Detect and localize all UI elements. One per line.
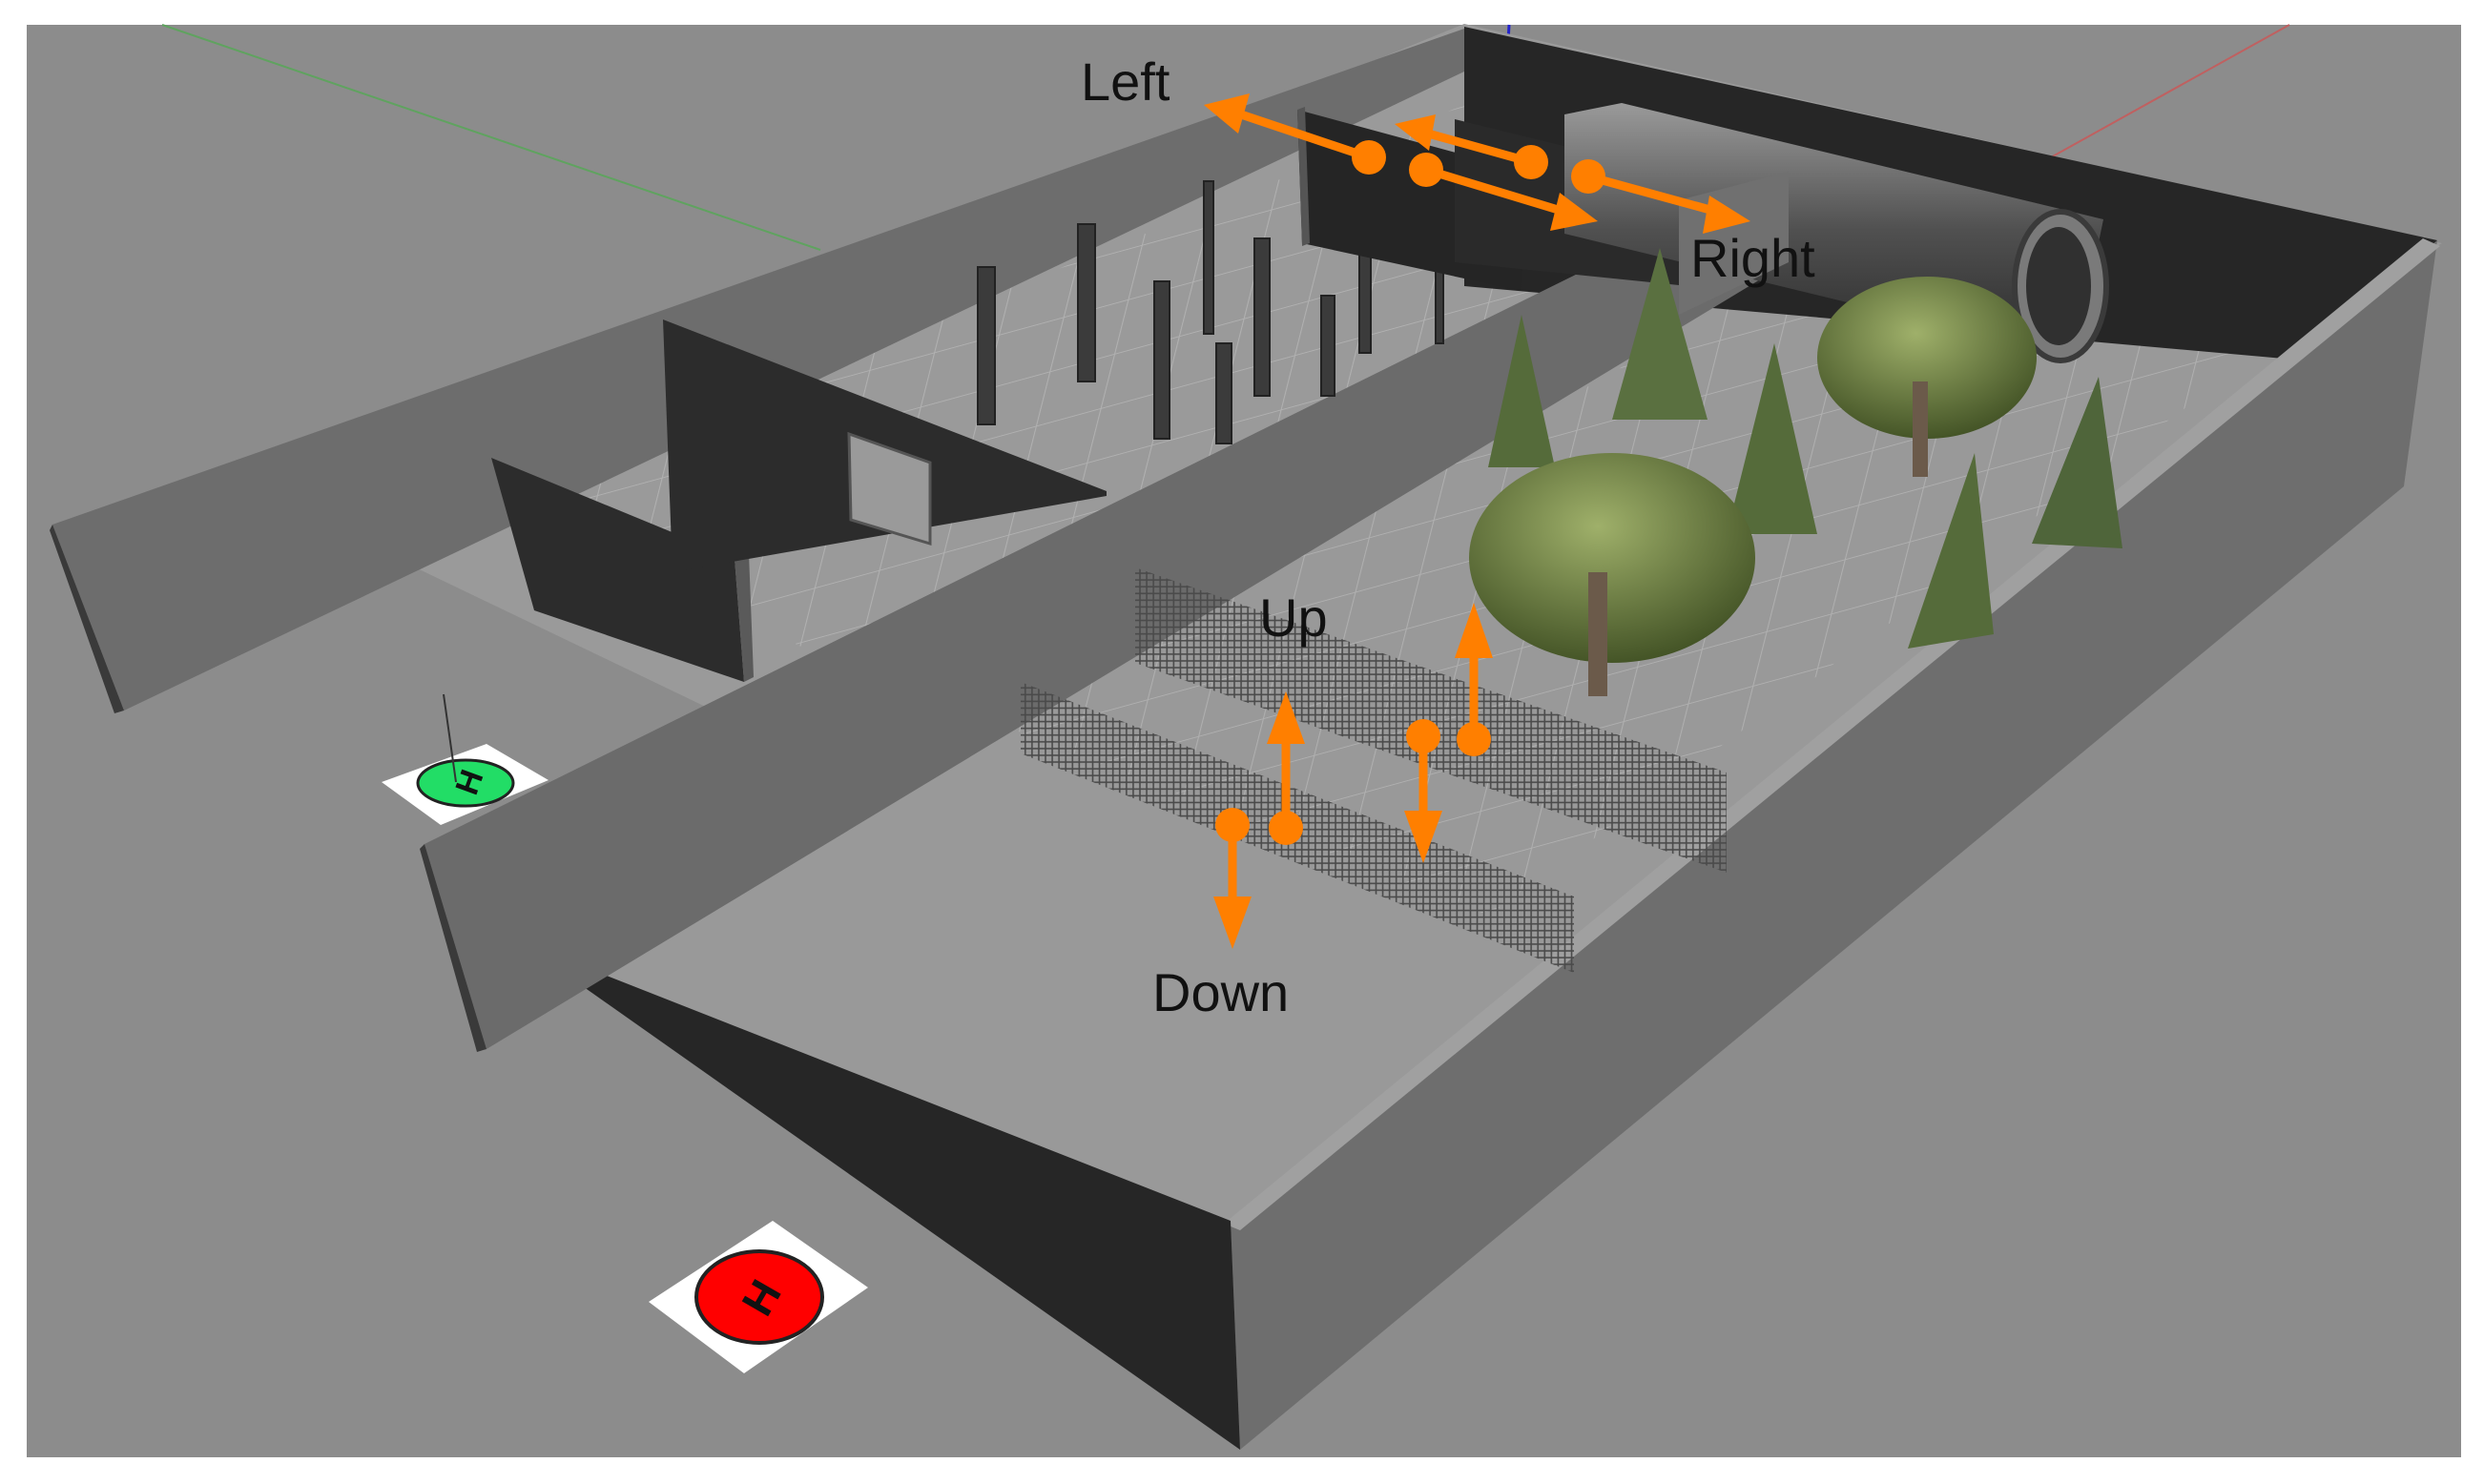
label-right: Right: [1690, 228, 1815, 288]
arrow-origin: [1352, 140, 1386, 175]
right-wall-top-edge: [1224, 238, 2440, 1230]
arrow-head-left: [1395, 114, 1436, 151]
start-helipad: H: [382, 693, 549, 825]
arrow-origin: [1457, 722, 1491, 756]
tree-trunk: [1588, 572, 1607, 696]
helipad-green-icon: [416, 758, 515, 808]
arrow-head-down: [1213, 897, 1252, 949]
pillar: [1320, 295, 1335, 397]
back-wall-left-edge: [50, 525, 124, 713]
arrow-icon: [1424, 165, 1566, 216]
forest: [1469, 248, 2122, 696]
arrow-origin: [1269, 811, 1303, 845]
net-upper: [1135, 567, 1727, 873]
arrow-head-right: [1550, 193, 1598, 231]
window-opening: [847, 431, 932, 546]
label-left: Left: [1081, 52, 1170, 112]
axis-line-red: [2050, 24, 2290, 158]
pine-tree: [1908, 453, 1994, 649]
arrow-origin: [1215, 808, 1250, 842]
end-helipad: H: [649, 1221, 868, 1373]
right-wall: [1231, 240, 2437, 1450]
drone-antenna: [443, 693, 457, 783]
arrow-head-right: [1703, 196, 1750, 234]
arrows-up-down: [1213, 603, 1493, 949]
arrow-icon: [1419, 127, 1533, 167]
oak-tree: [1469, 453, 1755, 663]
pine-tree: [1612, 248, 1708, 420]
pillar: [1203, 180, 1214, 335]
inner-wall-1: [491, 458, 744, 682]
arrow-origin: [1514, 145, 1548, 179]
arrow-head-up: [1455, 603, 1493, 658]
pillar: [977, 266, 996, 425]
label-up: Up: [1259, 587, 1328, 648]
front-wall-main: [563, 958, 1240, 1450]
arrow-origin: [1571, 159, 1605, 194]
oak-tree: [1817, 277, 2037, 439]
helipad-red-icon: [694, 1249, 824, 1345]
inner-wall-1-face: [735, 553, 754, 682]
pillar-field: [977, 180, 1444, 444]
axis-line-green: [161, 24, 821, 251]
arrow-origin: [1409, 153, 1443, 187]
pillar: [1077, 223, 1096, 382]
pine-tree: [2032, 377, 2122, 548]
arrow-origin: [1406, 719, 1440, 753]
divider-wall: [424, 172, 1789, 1049]
pine-tree: [1488, 315, 1555, 467]
label-down: Down: [1152, 962, 1289, 1022]
tree-trunk: [1913, 381, 1928, 477]
pillar: [1153, 280, 1170, 440]
pillar: [1253, 237, 1271, 397]
arrow-head-up: [1267, 691, 1305, 744]
nav-wall-1-edge: [1297, 107, 1310, 246]
divider-wall-end: [420, 844, 486, 1052]
tunnel-interior: [2026, 227, 2091, 345]
pillar: [1215, 342, 1232, 444]
arrow-icon: [1586, 172, 1719, 216]
arrow-head-down: [1404, 811, 1442, 863]
arrow-head-left: [1204, 93, 1250, 134]
arrow-icon: [1233, 108, 1371, 162]
pine-tree: [1727, 343, 1817, 534]
arrows-left-right: [1204, 93, 1750, 234]
